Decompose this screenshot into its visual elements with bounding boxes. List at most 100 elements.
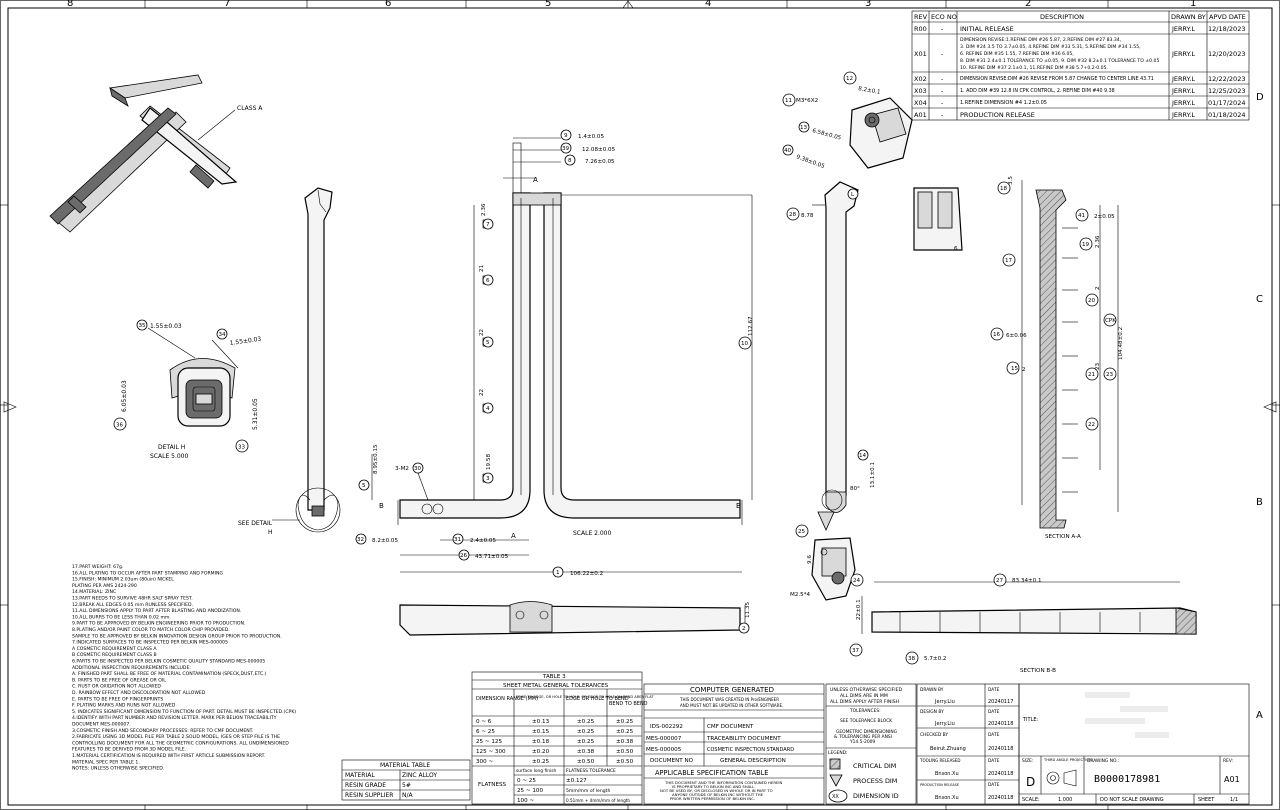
note-line: E. PARTS TO BE FREE OF FINGERPRINTS [72, 696, 163, 702]
svg-text:THIRD ANGLE PROJECTION: THIRD ANGLE PROJECTION [1043, 758, 1092, 762]
note-line: 14.MATERIAL: ZINC [72, 589, 116, 595]
svg-text:CHECKED BY: CHECKED BY [920, 732, 948, 738]
main-front-view: A B B A SCALE 2.000 9 1.4±0.05 39 12.08±… [355, 129, 754, 578]
isometric-view: CLASS A [49, 74, 263, 233]
svg-text:2.4±0.05: 2.4±0.05 [470, 538, 496, 544]
svg-text:83.34±0.1: 83.34±0.1 [1012, 578, 1042, 584]
third-angle-projection-icon [1046, 769, 1077, 787]
svg-text:13.1±0.1: 13.1±0.1 [870, 462, 876, 488]
svg-text:1.000: 1.000 [1058, 797, 1072, 803]
svg-text:1. ADD DIM #39 12.8 IN CPK CON: 1. ADD DIM #39 12.8 IN CPK CONTROL, 2. R… [960, 88, 1115, 94]
svg-text:2.36: 2.36 [481, 203, 487, 216]
svg-text:B: B [379, 502, 384, 510]
note-line: 2.FABRICATE USING 3D MODEL FILE PER TABL… [72, 734, 280, 740]
svg-text:BEND TO BEND: BEND TO BEND [609, 701, 648, 707]
svg-text:A: A [533, 176, 538, 184]
svg-text:8.95±0.15: 8.95±0.15 [373, 444, 379, 474]
svg-text:DRAWN BY: DRAWN BY [1171, 13, 1206, 21]
detail-h-view: 35 1.55±0.03 34 1.55±0.03 36 6.05±0.03 3… [113, 319, 262, 460]
dimension-id-icon [828, 789, 848, 803]
svg-text:1: 1 [556, 570, 560, 576]
svg-text:12/20/2023: 12/20/2023 [1208, 50, 1245, 58]
svg-text:2: 2 [1022, 367, 1026, 373]
see-detail-label: SEE DETAIL [238, 520, 273, 527]
tolerance-row: 6 ~ 25±0.15 ±0.25±0.25 [476, 729, 634, 735]
svg-text:Bnson.Xu: Bnson.Xu [935, 795, 959, 801]
svg-text:B0000178981: B0000178981 [1094, 774, 1160, 785]
revision-row: X01 - DIMENSION REVISE:1.REFINE DIM #26 … [914, 37, 1245, 71]
svg-text:8. DIM #31 2.4±0.1 TOLERANCE T: 8. DIM #31 2.4±0.1 TOLERANCE TO ±0.05, 9… [960, 58, 1159, 64]
svg-text:DATE: DATE [988, 732, 1000, 738]
svg-text:112.67: 112.67 [748, 316, 754, 336]
svg-text:Y14.5-2009: Y14.5-2009 [849, 739, 875, 745]
svg-text:PROCESS DIM: PROCESS DIM [853, 777, 897, 785]
svg-text:MATERIAL: MATERIAL [345, 772, 375, 779]
svg-text:19.58: 19.58 [486, 454, 492, 470]
boss-markers [482, 219, 492, 483]
svg-text:±0.25: ±0.25 [616, 729, 634, 735]
svg-text:DRAWING NO.:: DRAWING NO.: [1087, 758, 1119, 764]
svg-text:REV:: REV: [1223, 758, 1233, 764]
note-line: C. RUST OR OXIDATION NOT ALLOWED [72, 684, 161, 690]
svg-text:M2.5*4: M2.5*4 [790, 592, 811, 598]
detail-h-scale: SCALE 5.000 [150, 453, 189, 460]
svg-text:±0.25: ±0.25 [577, 719, 595, 725]
signoff-row: DRAWN BY Jerry.Liu DATE 20240117 [920, 687, 1013, 705]
svg-text:PRODUCTION RELEASE: PRODUCTION RELEASE [960, 111, 1035, 119]
svg-text:8.78: 8.78 [801, 213, 814, 219]
main-scale-label: SCALE 2.000 [573, 530, 612, 537]
revision-row: X03 - 1. ADD DIM #39 12.8 IN CPK CONTROL… [914, 87, 1245, 95]
tolerance-row: 300 ~±0.25 ±0.50±0.50 [476, 759, 634, 765]
left-side-view: SEE DETAIL H [238, 187, 341, 536]
svg-text:PRIOR WRITTEN PERMISSION OF BE: PRIOR WRITTEN PERMISSION OF BELKIN INC. [670, 796, 755, 801]
svg-text:UNLESS OTHERWISE SPECIFIED: UNLESS OTHERWISE SPECIFIED [830, 687, 903, 693]
svg-text:JERRY.L: JERRY.L [1171, 25, 1195, 33]
svg-text:ECO NO: ECO NO [931, 13, 957, 21]
redacted-title [1085, 692, 1169, 738]
svg-text:4: 4 [486, 406, 490, 412]
svg-text:6.58±0.05: 6.58±0.05 [811, 128, 842, 142]
note-line: SAMPLE TO BE APPROVED BY BELKIN INNOVATI… [72, 633, 282, 639]
svg-text:±0.50: ±0.50 [577, 759, 595, 765]
signoff-row: CHECKED BY Beirut.Zhuang DATE 20240118 [920, 732, 1013, 752]
note-line: 13.PART NEEDS TO SURVIVE 48HR SALT SPRAY… [72, 596, 193, 602]
svg-text:40: 40 [784, 148, 792, 154]
tolerance-row: 0 ~ 6±0.13 ±0.25±0.25 [476, 719, 634, 725]
svg-text:100 ~: 100 ~ [517, 798, 534, 804]
svg-text:12/25/2023: 12/25/2023 [1208, 87, 1245, 95]
revision-row: X02 - DIMENSION REVISE:DIM #26 REVISE FR… [914, 75, 1245, 83]
svg-text:0.51mm + 4mm/mm of length: 0.51mm + 4mm/mm of length [566, 798, 630, 803]
svg-text:32: 32 [357, 537, 364, 543]
svg-text:±0.50: ±0.50 [616, 759, 634, 765]
svg-text:5: 5 [486, 340, 490, 346]
svg-text:37: 37 [852, 648, 860, 654]
process-dim-icon [829, 774, 843, 787]
svg-text:TABLE 3: TABLE 3 [542, 674, 566, 680]
svg-text:3: 3 [865, 0, 871, 9]
svg-text:APPLICABLE SPECIFICATION TABLE: APPLICABLE SPECIFICATION TABLE [655, 769, 768, 777]
note-line: PLATING PER AMS 2424-290 [72, 583, 137, 589]
note-line: A COSMETIC REQUIREMENT CLASS A [72, 646, 157, 652]
svg-text:106.22±0.2: 106.22±0.2 [570, 571, 603, 577]
svg-text:THIS DOCUMENT AND THE INFORMAT: THIS DOCUMENT AND THE INFORMATION CONTAI… [664, 780, 782, 785]
svg-text:PRODUCTION RELEASE: PRODUCTION RELEASE [920, 783, 959, 787]
svg-text:21: 21 [479, 264, 485, 272]
tolerance-legend-block: UNLESS OTHERWISE SPECIFIED ALL DIMS ARE … [825, 683, 917, 805]
svg-text:DOCUMENT NO: DOCUMENT NO [650, 758, 694, 764]
svg-text:R00: R00 [914, 25, 927, 33]
svg-text:& TOLERANCING PER ANSI: & TOLERANCING PER ANSI [834, 734, 892, 740]
svg-text:20: 20 [1088, 298, 1096, 304]
svg-text:26: 26 [460, 553, 468, 559]
svg-text:34: 34 [219, 332, 226, 338]
svg-text:12: 12 [846, 76, 853, 82]
svg-text:D: D [1256, 92, 1264, 103]
section-bb-label: SECTION B-B [1020, 668, 1056, 674]
svg-text:3: 3 [486, 476, 490, 482]
svg-text:300 ~: 300 ~ [476, 759, 493, 765]
svg-text:±0.13: ±0.13 [532, 719, 550, 725]
svg-text:-: - [941, 111, 944, 119]
svg-text:EDGE OR HOLE TO BEND: EDGE OR HOLE TO BEND [566, 696, 629, 702]
svg-text:21: 21 [1088, 372, 1096, 378]
signoff-block: DRAWN BY Jerry.Liu DATE 20240117 DESIGN … [916, 683, 1020, 805]
svg-text:5: 5 [545, 0, 551, 9]
